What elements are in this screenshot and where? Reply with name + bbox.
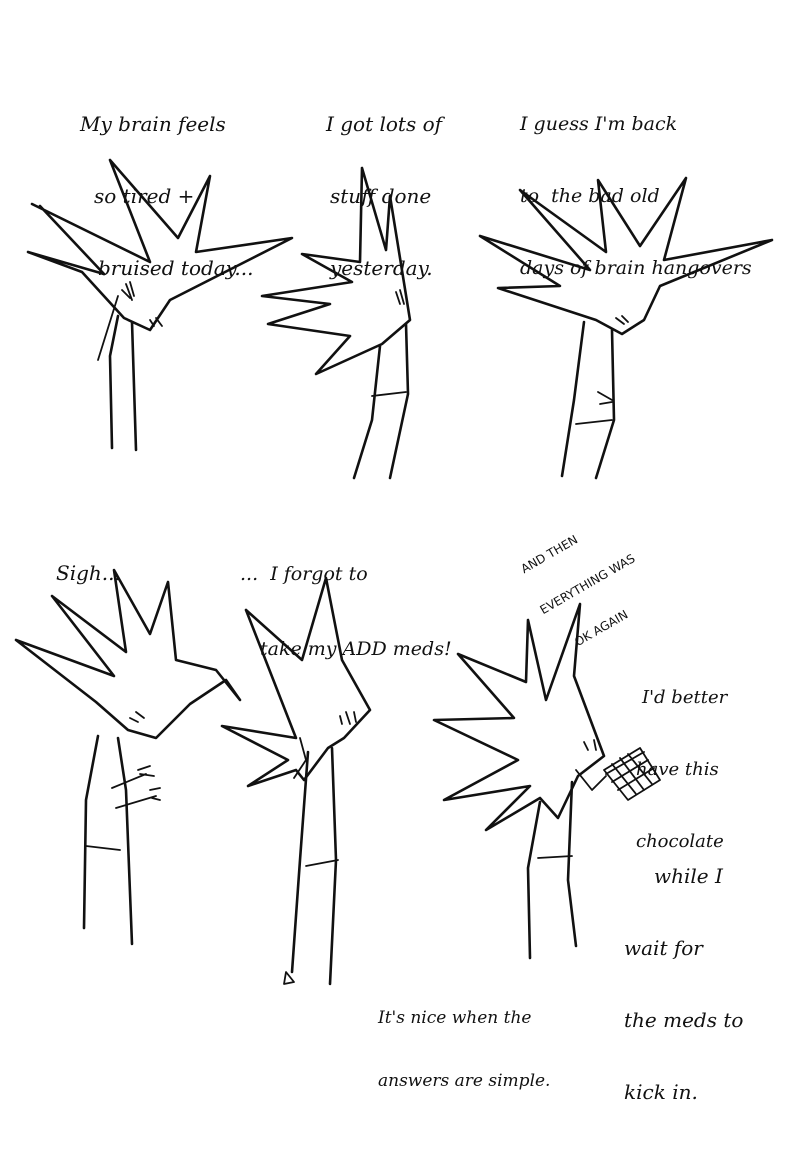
- panel-3-figure: [478, 176, 774, 480]
- panel-6-figure: [432, 602, 661, 960]
- panel-1-figure: [26, 158, 294, 452]
- comic-page: My brain feels so tired + bruised today.…: [14, 112, 774, 1104]
- panel-5-caption: ... I forgot to take my ADD meds!: [240, 563, 452, 660]
- panel-2-figure: [260, 166, 412, 480]
- panel-2-caption: I got lots of stuff done yesterday.: [326, 112, 443, 280]
- panel-5-figure: [220, 576, 372, 986]
- panel-6-caption-right: I'd better have this chocolate: [636, 687, 728, 852]
- panel-4-figure: [14, 568, 242, 946]
- panel-4-caption: Sigh...: [56, 561, 121, 585]
